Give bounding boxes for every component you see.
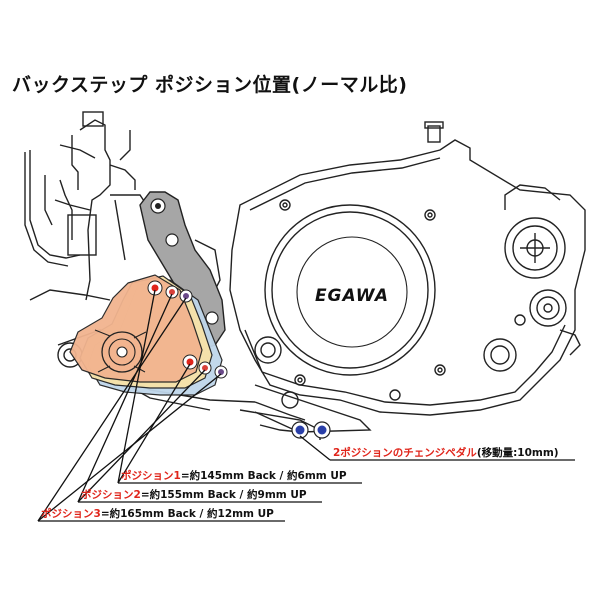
position-1-name: ポジション1 [121,470,181,482]
pos2-leader-line-lower [77,369,206,503]
upper-mount-holes [147,280,193,303]
pedal-name: 2ポジションのチェンジペダル [333,447,477,459]
shift-pedal [254,401,331,439]
position-2-label: ポジション2=約155mm Back / 約9mm UP [81,487,307,502]
position-1-detail: =約145mm Back / 約6mm UP [180,470,347,482]
pedal-label: 2ポジションのチェンジペダル(移動量:10mm) [333,445,559,460]
svg-text:EGAWA: EGAWA [315,286,389,306]
engine-case [229,121,586,440]
pos1-leader-line [117,289,156,484]
pos3-leader-line [37,297,187,522]
page-title: バックステップ ポジション位置(ノーマル比) [12,74,408,96]
leader-lines [37,289,575,522]
pos2-leader-line [77,293,173,503]
pedal-leader-line [299,435,331,461]
position-1-label: ポジション1=約145mm Back / 約6mm UP [121,468,347,483]
pedal-detail: (移動量:10mm) [476,447,559,459]
lower-mount-holes [182,354,228,379]
egawa-logo: EGAWA [315,286,389,306]
position-3-detail: =約165mm Back / 約12mm UP [100,508,274,520]
position-2-detail: =約155mm Back / 約9mm UP [140,489,307,501]
position-3-name: ポジション3 [41,508,101,520]
position-3-label: ポジション3=約165mm Back / 約12mm UP [41,506,274,521]
position-2-name: ポジション2 [81,489,141,501]
stock-bracket [139,191,226,351]
pos3-leader-line-lower [37,373,222,522]
